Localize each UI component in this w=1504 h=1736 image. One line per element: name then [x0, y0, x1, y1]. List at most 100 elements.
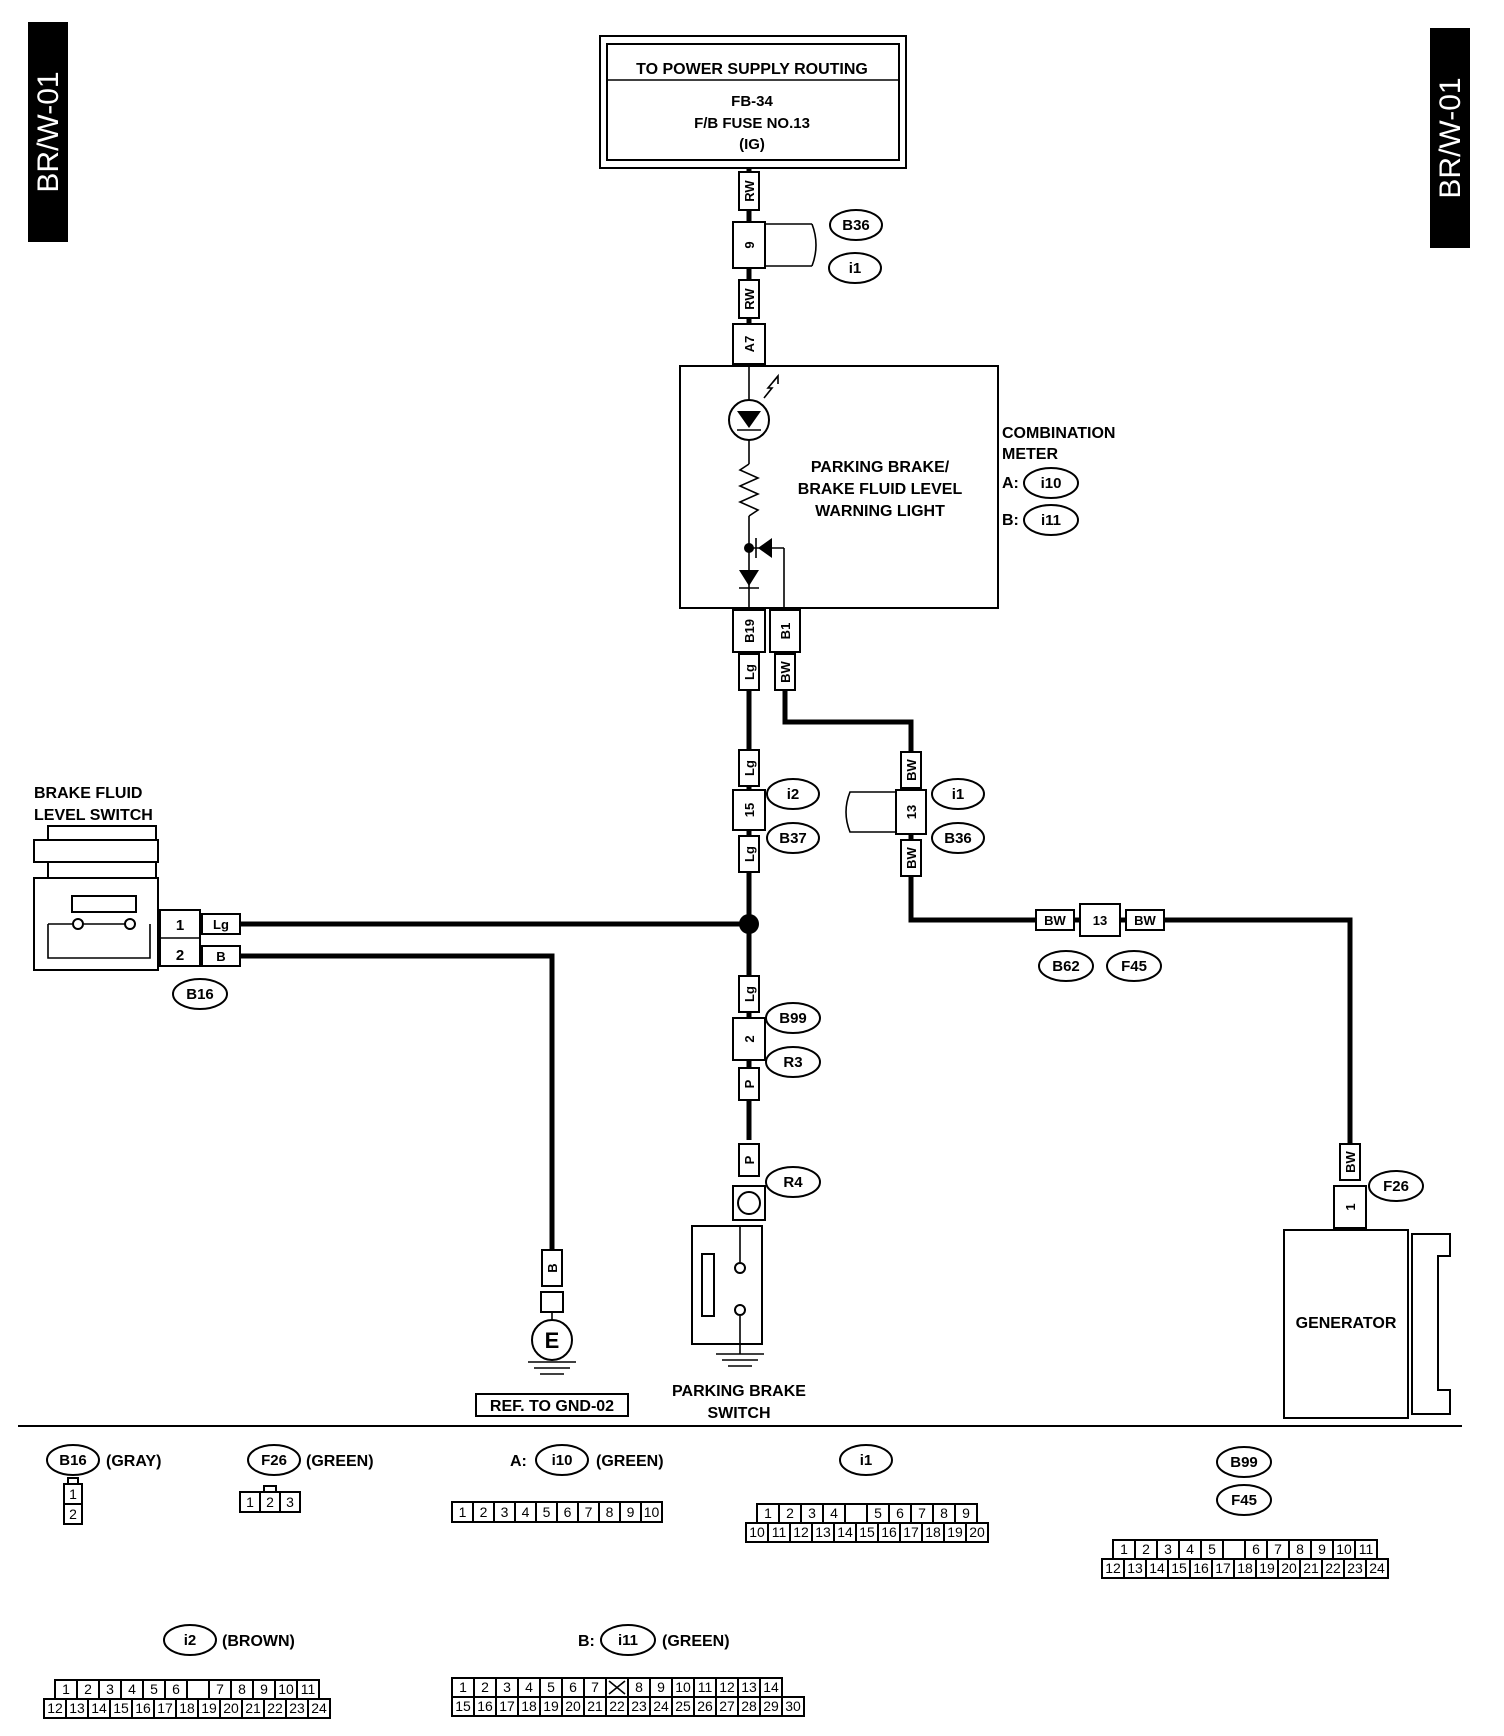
pin-cell: [186, 1679, 210, 1700]
wire-label-bw-1: BW: [774, 653, 796, 691]
pin-number: 5: [543, 1504, 551, 1520]
pin-number: 14: [1149, 1560, 1165, 1576]
wire-label-bw-3: BW: [900, 839, 922, 877]
pin-number: 15: [1171, 1560, 1187, 1576]
svg-text:15: 15: [742, 803, 757, 817]
wire-label-lg-2: Lg: [738, 749, 760, 787]
svg-text:i1: i1: [860, 1452, 873, 1469]
pin-number: 23: [1347, 1560, 1363, 1576]
pin-number: 2: [786, 1505, 794, 1521]
pin-number: 22: [267, 1700, 283, 1716]
power-box-line2: F/B FUSE NO.13: [694, 115, 810, 132]
connector-tag-b99: B99: [765, 1002, 821, 1034]
pin-number: 2: [480, 1504, 488, 1520]
pin-number: 16: [477, 1698, 493, 1714]
svg-text:2: 2: [69, 1506, 77, 1522]
pin-number: 10: [749, 1524, 765, 1540]
svg-text:COMBINATION: COMBINATION: [1002, 425, 1115, 442]
combination-meter-box: PARKING BRAKE/ BRAKE FLUID LEVEL WARNING…: [679, 365, 999, 609]
svg-text:2: 2: [742, 1035, 757, 1042]
wire-label-rw-top: RW: [738, 171, 760, 211]
svg-text:B: B: [216, 949, 225, 964]
svg-text:R4: R4: [783, 1174, 803, 1191]
pin-number: 13: [69, 1700, 85, 1716]
connector-b36-pin13: 13: [845, 789, 927, 835]
pin-number: 8: [635, 1679, 643, 1695]
pin-number: 15: [455, 1698, 471, 1714]
pin-number: 19: [1259, 1560, 1275, 1576]
pin-cell: [844, 1503, 868, 1524]
pin-number: 12: [719, 1679, 735, 1695]
svg-text:F45: F45: [1121, 958, 1147, 975]
pin-number: 10: [675, 1679, 691, 1695]
pin-number: 25: [675, 1698, 691, 1714]
pin-number: 16: [1193, 1560, 1209, 1576]
page-code-right: BR/W-01: [1434, 77, 1467, 198]
pin-number: 2: [481, 1679, 489, 1695]
pin-number: 13: [741, 1679, 757, 1695]
pin-cell: [307, 1698, 331, 1719]
svg-text:B36: B36: [842, 217, 870, 234]
pin-number: 11: [1359, 1541, 1374, 1557]
svg-text:A7: A7: [742, 336, 757, 353]
pin-number: 13: [1127, 1560, 1143, 1576]
splice-junction: [739, 914, 759, 934]
svg-text:13: 13: [1093, 913, 1107, 928]
svg-text:i11: i11: [618, 1632, 638, 1649]
pin-number: 1: [62, 1681, 70, 1697]
pin-number: 18: [521, 1698, 537, 1714]
pin-number: 5: [150, 1681, 158, 1697]
pin-number: 9: [657, 1679, 665, 1695]
svg-text:(GRAY): (GRAY): [106, 1453, 161, 1470]
pin-number: 17: [157, 1700, 173, 1716]
svg-text:i1: i1: [849, 260, 862, 277]
svg-text:B1: B1: [778, 623, 793, 640]
pin-number: 11: [301, 1681, 316, 1697]
meter-label-line1: PARKING BRAKE/: [811, 459, 950, 476]
combination-meter-labels: COMBINATION METER A: i10 B: i11: [1002, 425, 1115, 536]
svg-text:Lg: Lg: [742, 664, 757, 680]
connector-tag-r3: R3: [765, 1046, 821, 1078]
svg-text:B:: B:: [1002, 512, 1019, 529]
svg-text:P: P: [742, 1155, 757, 1164]
pin-number: 3: [808, 1505, 816, 1521]
pin-number: 20: [223, 1700, 239, 1716]
svg-text:B: B: [545, 1263, 560, 1272]
pin-number: 3: [1164, 1541, 1172, 1557]
svg-text:RW: RW: [742, 288, 757, 310]
pin-number: 3: [501, 1504, 509, 1520]
pin-number: 18: [1237, 1560, 1253, 1576]
svg-text:BW: BW: [904, 846, 919, 868]
svg-text:R3: R3: [783, 1054, 802, 1071]
power-supply-box: TO POWER SUPPLY ROUTING FB-34 F/B FUSE N…: [599, 35, 907, 169]
pin-number: 23: [289, 1700, 305, 1716]
pin-number: 19: [947, 1524, 963, 1540]
wire-label-bw-5: BW: [1125, 909, 1165, 931]
wire-label-p-2: P: [738, 1143, 760, 1177]
pin-number: 26: [697, 1698, 713, 1714]
svg-text:1: 1: [246, 1494, 254, 1510]
pin-number: 7: [591, 1679, 599, 1695]
pin-number: 23: [631, 1698, 647, 1714]
pin-number: 17: [903, 1524, 919, 1540]
connector-i2-b37-pin15: 15: [732, 789, 766, 831]
pin-number: 17: [1215, 1560, 1231, 1576]
connector-tag-i1-mid: i1: [931, 778, 985, 810]
pin-number: 15: [859, 1524, 875, 1540]
svg-text:METER: METER: [1002, 446, 1058, 463]
svg-text:BW: BW: [778, 660, 793, 682]
pin-number: 9: [260, 1681, 268, 1697]
svg-text:BW: BW: [1044, 913, 1066, 928]
svg-text:PARKING BRAKE: PARKING BRAKE: [672, 1383, 806, 1400]
pin-number: 16: [135, 1700, 151, 1716]
pin-number: 16: [881, 1524, 897, 1540]
pin-number: 12: [793, 1524, 809, 1540]
pin-number: 9: [962, 1505, 970, 1521]
meter-pin-b19: B19: [732, 609, 766, 653]
parking-brake-switch: PARKING BRAKE SWITCH: [672, 1185, 806, 1422]
pin-number: 22: [609, 1698, 625, 1714]
meter-label-line3: WARNING LIGHT: [815, 503, 945, 520]
